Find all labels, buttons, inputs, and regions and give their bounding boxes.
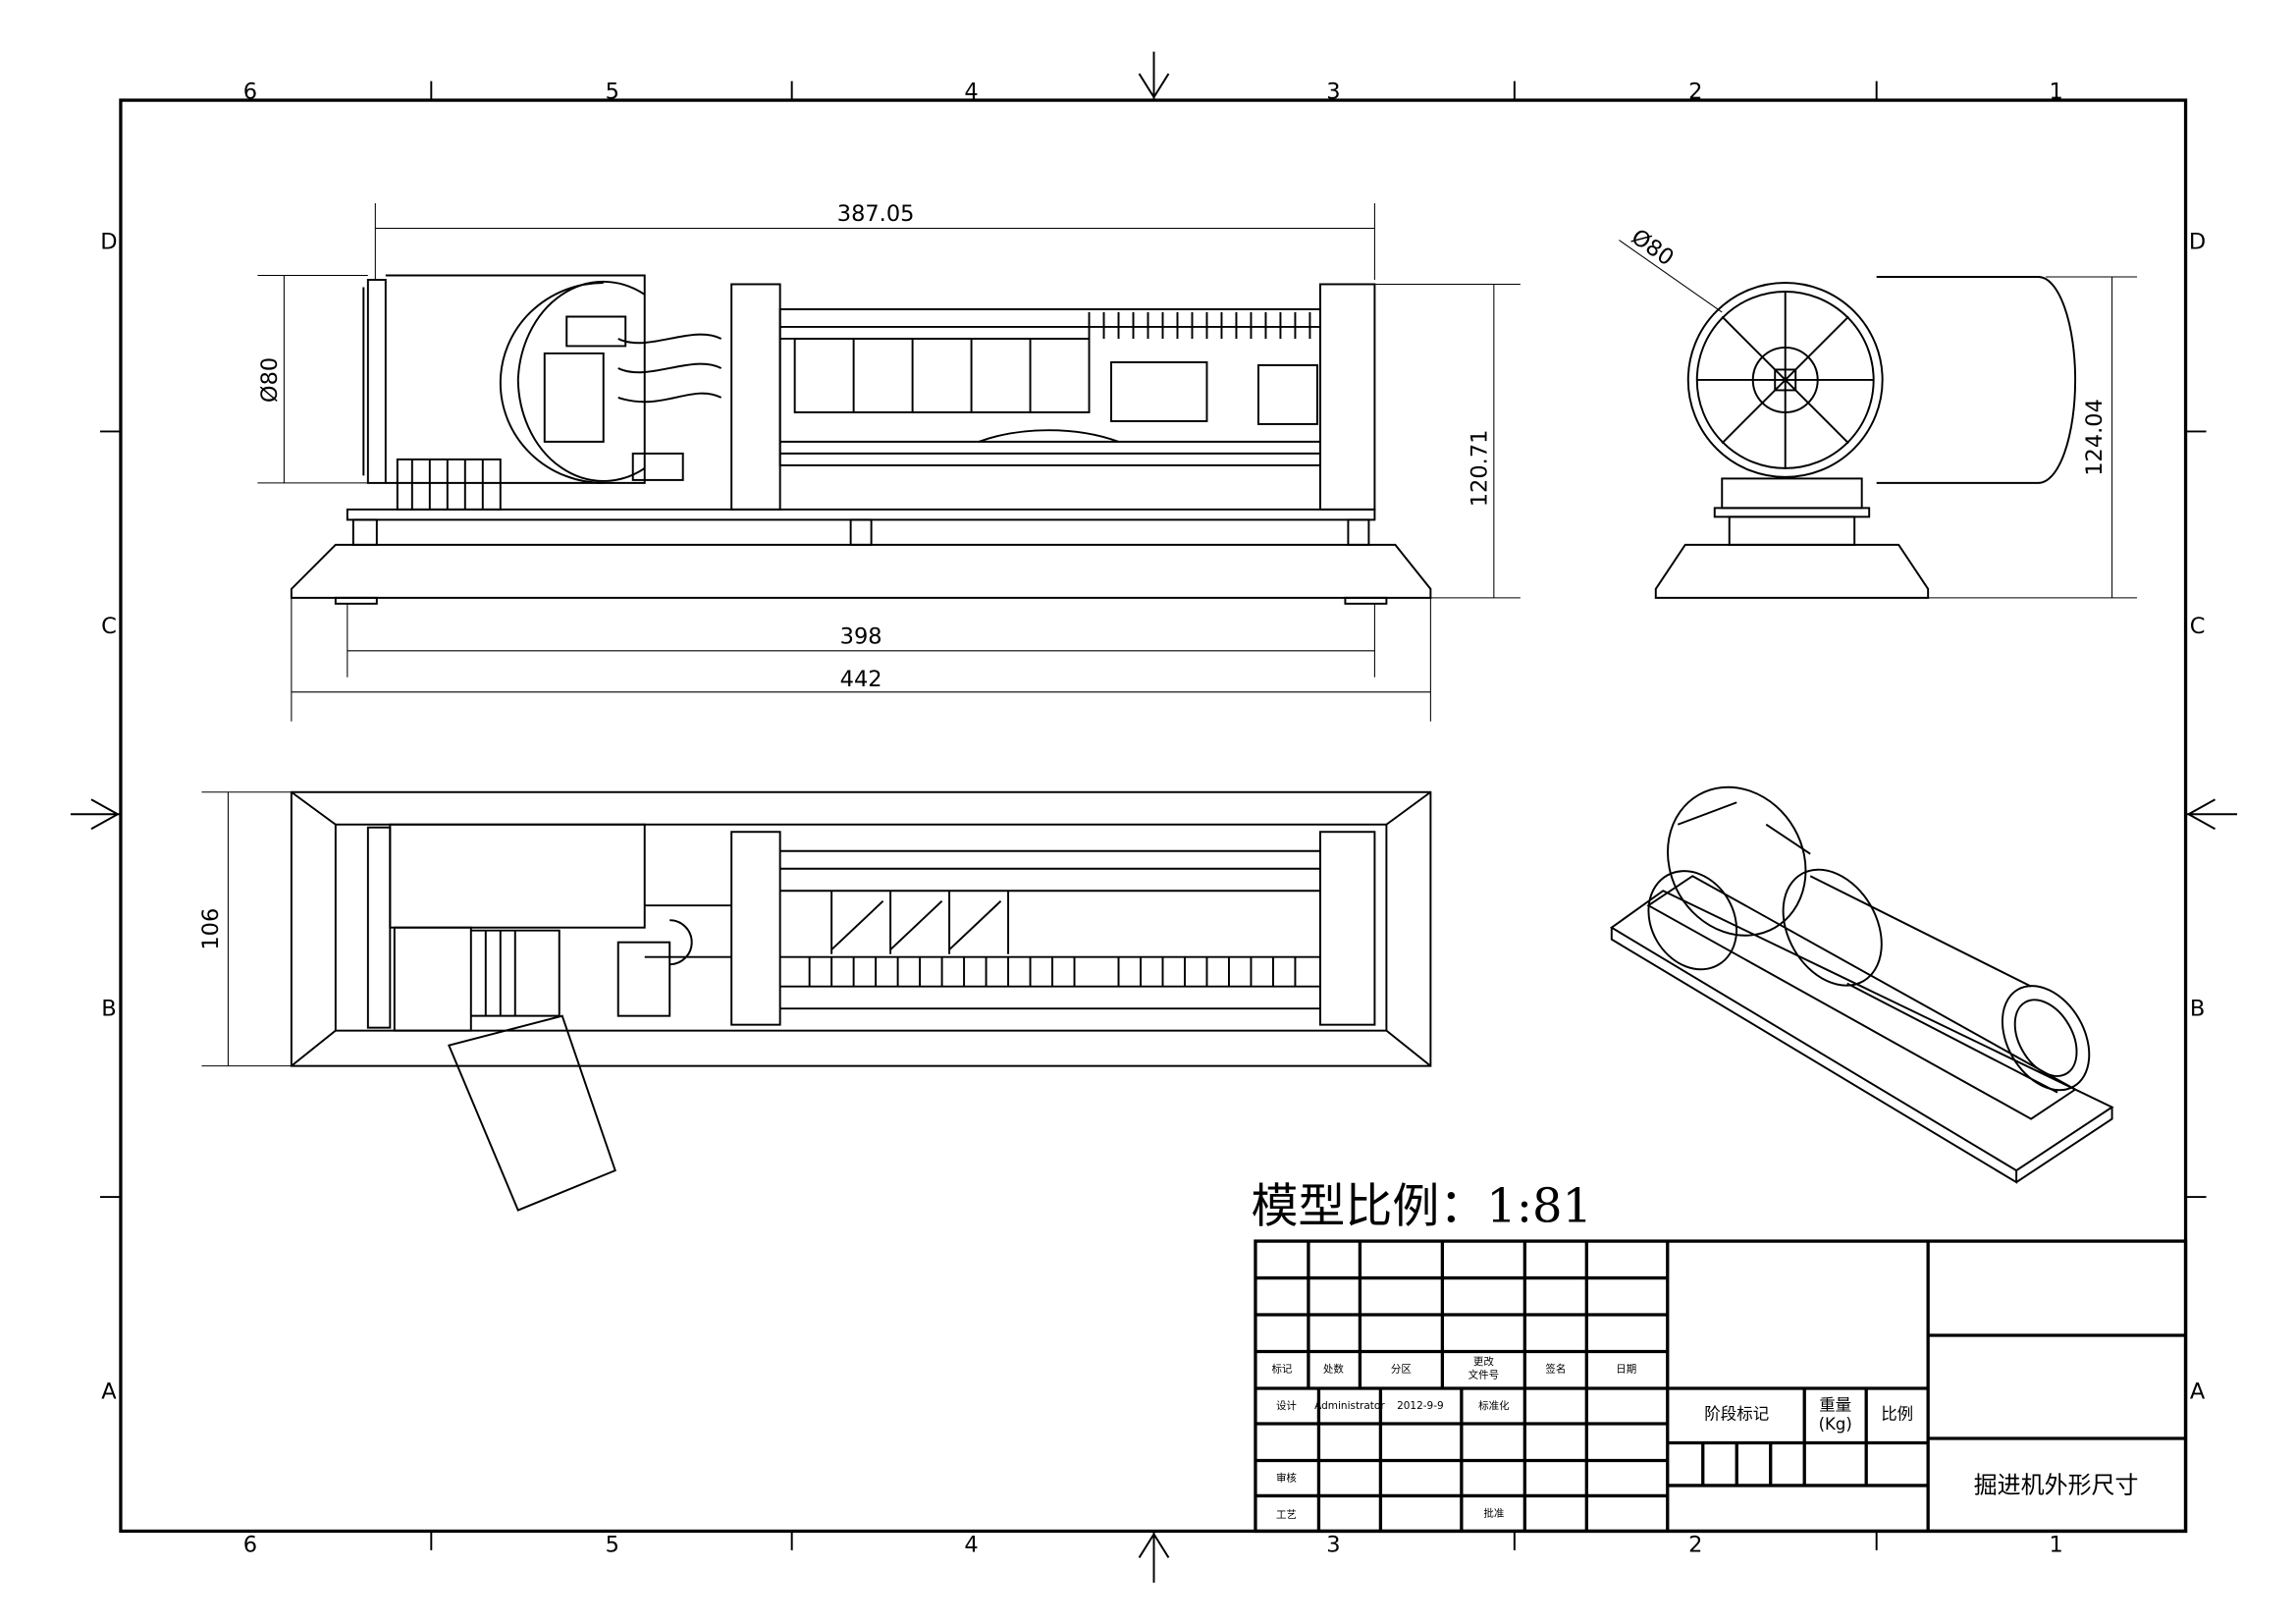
svg-text:更改: 更改 (1473, 1355, 1494, 1368)
svg-text:C: C (101, 614, 117, 639)
svg-text:阶段标记: 阶段标记 (1704, 1404, 1769, 1423)
svg-text:4: 4 (964, 1532, 978, 1557)
svg-text:4: 4 (964, 80, 978, 105)
dim-rail-length: 398 (840, 623, 882, 649)
svg-text:处数: 处数 (1323, 1363, 1344, 1376)
dim-base-length: 442 (840, 667, 882, 692)
zone-row-labels: D C B A D C B A (100, 229, 2206, 1404)
svg-text:A: A (101, 1379, 117, 1404)
zone-ticks (70, 51, 2238, 1583)
zone-column-labels: 6 5 4 3 2 1 6 5 4 3 2 1 (243, 80, 2063, 1558)
svg-text:Administrator: Administrator (1314, 1400, 1385, 1412)
svg-text:D: D (100, 229, 117, 254)
svg-text:5: 5 (606, 80, 619, 105)
svg-text:2012-9-9: 2012-9-9 (1397, 1400, 1444, 1412)
svg-text:D: D (2189, 229, 2206, 254)
side-view (1654, 276, 2077, 599)
svg-text:3: 3 (1326, 80, 1340, 105)
svg-text:审核: 审核 (1276, 1471, 1297, 1484)
svg-text:日期: 日期 (1616, 1364, 1636, 1376)
svg-text:6: 6 (243, 80, 257, 105)
svg-text:6: 6 (243, 1532, 257, 1557)
front-view (290, 274, 1432, 605)
dim-front-height: 120.71 (1467, 430, 1492, 508)
svg-text:3: 3 (1326, 1532, 1340, 1557)
dim-top-width: 106 (198, 908, 224, 950)
svg-text:A: A (2190, 1379, 2206, 1404)
svg-text:C: C (2190, 614, 2206, 639)
svg-text:文件号: 文件号 (1468, 1369, 1499, 1381)
svg-text:5: 5 (606, 1532, 619, 1557)
svg-text:2: 2 (1688, 1532, 1702, 1557)
svg-text:1: 1 (2049, 1532, 2062, 1557)
svg-text:标准化: 标准化 (1478, 1399, 1510, 1412)
dim-side-height: 124.04 (2082, 399, 2108, 476)
drawing-title: 掘进机外形尺寸 (1974, 1471, 2139, 1498)
dim-side-diameter: Ø80 (1627, 224, 1679, 271)
svg-text:1: 1 (2049, 80, 2062, 105)
svg-text:2: 2 (1688, 80, 1702, 105)
svg-text:B: B (101, 997, 116, 1022)
top-view (290, 790, 1432, 1212)
svg-text:B: B (2190, 997, 2205, 1022)
front-dimensions (257, 203, 1521, 722)
title-block-text: 标记 处数 分区 更改 文件号 签名 日期 设计 Administrator 2… (1271, 1355, 2138, 1521)
svg-text:分区: 分区 (1391, 1364, 1412, 1376)
drawing-border (119, 98, 2188, 1534)
svg-text:设计: 设计 (1276, 1399, 1297, 1412)
side-dimensions (1618, 240, 2138, 599)
dim-front-diameter: Ø80 (257, 357, 283, 403)
model-scale-note: 模型比例：1:81 (1251, 1179, 1592, 1234)
dim-front-length: 387.05 (837, 201, 915, 227)
svg-text:批准: 批准 (1483, 1506, 1504, 1519)
title-block (1254, 1239, 2188, 1534)
top-dimensions (201, 791, 292, 1067)
svg-text:工艺: 工艺 (1276, 1509, 1297, 1521)
isometric-view (1610, 785, 2114, 1184)
svg-text:比例: 比例 (1881, 1404, 1913, 1423)
svg-text:(Kg): (Kg) (1819, 1415, 1852, 1434)
svg-text:标记: 标记 (1271, 1364, 1292, 1376)
svg-text:签名: 签名 (1545, 1363, 1566, 1376)
svg-text:重量: 重量 (1819, 1395, 1851, 1414)
